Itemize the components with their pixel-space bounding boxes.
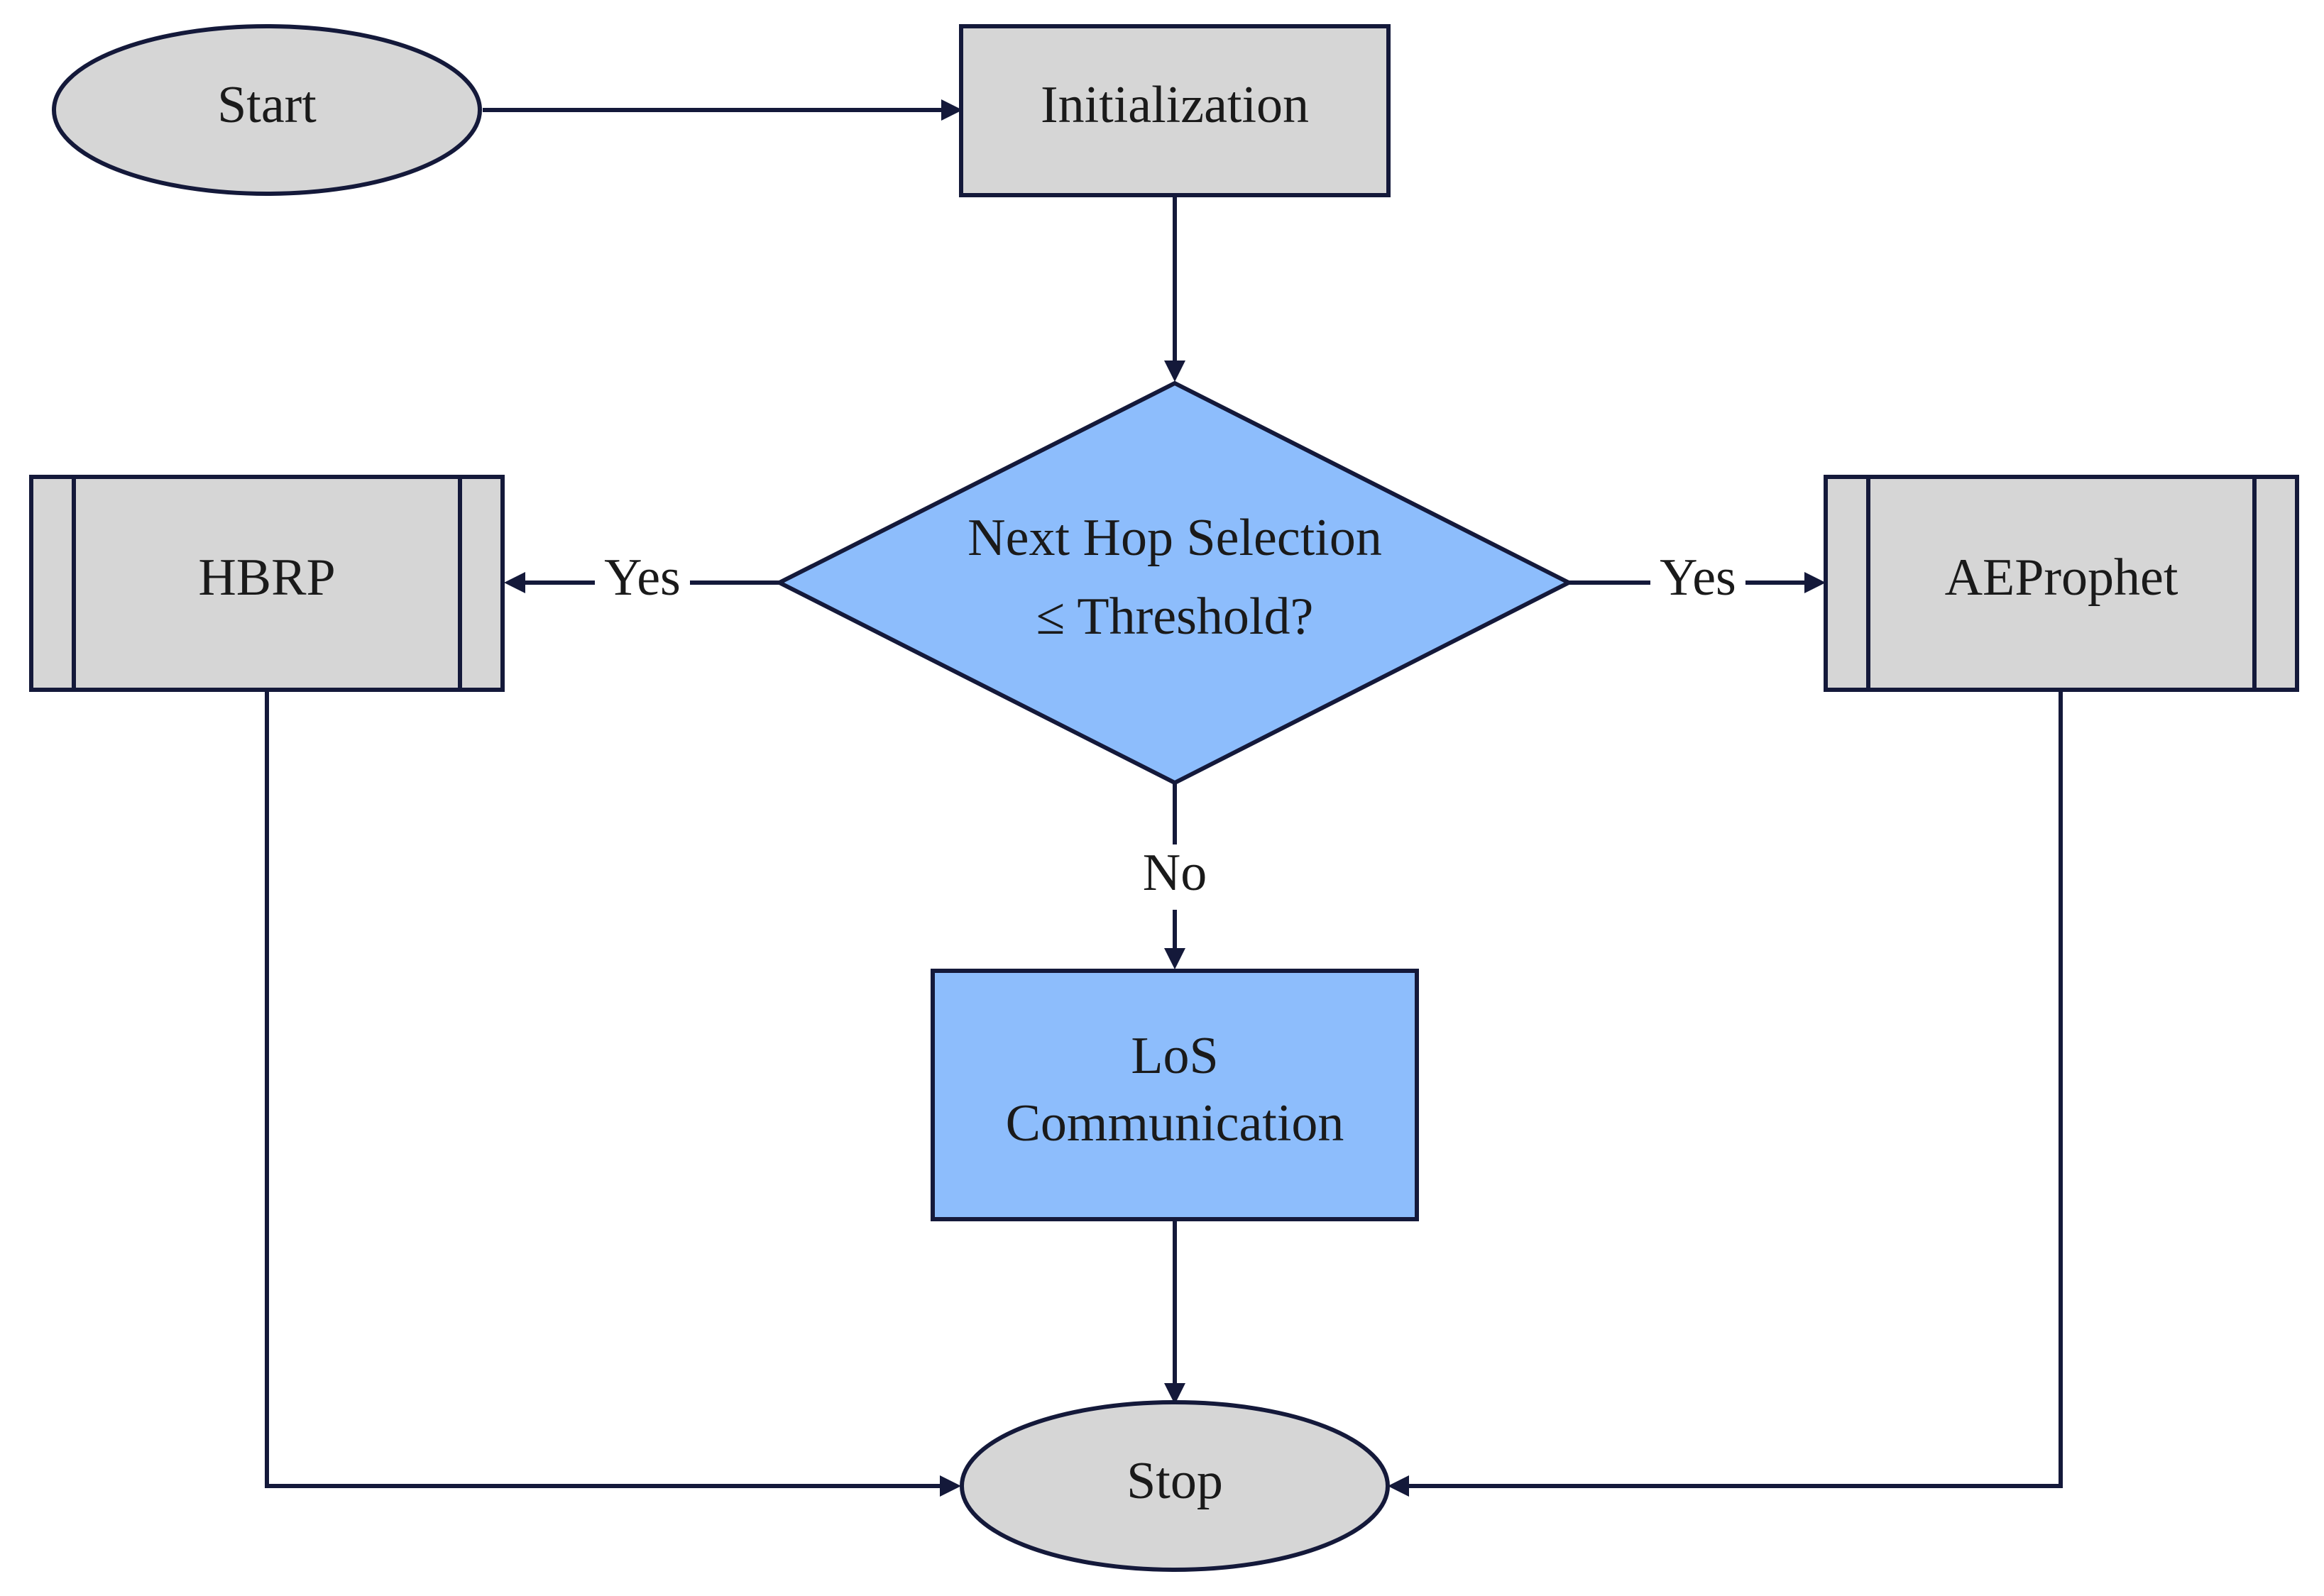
yes-right-label: Yes bbox=[1660, 549, 1736, 607]
aeprophet-node: AEProphet bbox=[1824, 475, 2299, 692]
yes-left-label-bg bbox=[595, 554, 690, 612]
no-label: No bbox=[1143, 844, 1207, 902]
decision-node: Next Hop Selection ≤ Threshold? bbox=[774, 380, 1574, 786]
edges bbox=[265, 99, 2063, 1497]
arrow-head-initialization bbox=[941, 99, 963, 121]
aeprophet-label: AEProphet bbox=[1945, 549, 2178, 607]
initialization-label: Initialization bbox=[1041, 76, 1309, 134]
arrow-head-aeprophet bbox=[1804, 572, 1826, 593]
edge-labels: Yes Yes No bbox=[595, 549, 1745, 910]
decision-label-line1: Next Hop Selection bbox=[968, 509, 1382, 567]
start-label: Start bbox=[217, 76, 317, 134]
arrow-head-stop-left bbox=[940, 1475, 961, 1497]
initialization-node: Initialization bbox=[959, 24, 1391, 197]
los-node: LoS Communication bbox=[931, 969, 1419, 1221]
yes-right-label-bg bbox=[1650, 554, 1745, 612]
edge-hbrp-to-stop bbox=[265, 690, 944, 1488]
hbrp-label: HBRP bbox=[198, 549, 335, 607]
stop-node: Stop bbox=[960, 1400, 1390, 1572]
arrow-head-stop-right bbox=[1388, 1475, 1409, 1497]
los-label-line2: Communication bbox=[1006, 1094, 1344, 1152]
arrow-head-stop-top bbox=[1164, 1383, 1185, 1404]
arrow-head-hbrp bbox=[504, 572, 525, 593]
decision-label-line2: ≤ Threshold? bbox=[1036, 588, 1314, 646]
start-node: Start bbox=[52, 24, 482, 196]
hbrp-node: HBRP bbox=[29, 475, 505, 692]
stop-label: Stop bbox=[1127, 1452, 1223, 1510]
arrow-head-decision bbox=[1164, 361, 1185, 382]
los-label-line1: LoS bbox=[1131, 1027, 1218, 1085]
no-label-bg bbox=[1129, 844, 1221, 910]
arrow-head-los bbox=[1164, 948, 1185, 969]
edge-aeprophet-to-stop bbox=[1405, 690, 2063, 1488]
yes-left-label: Yes bbox=[604, 549, 681, 607]
